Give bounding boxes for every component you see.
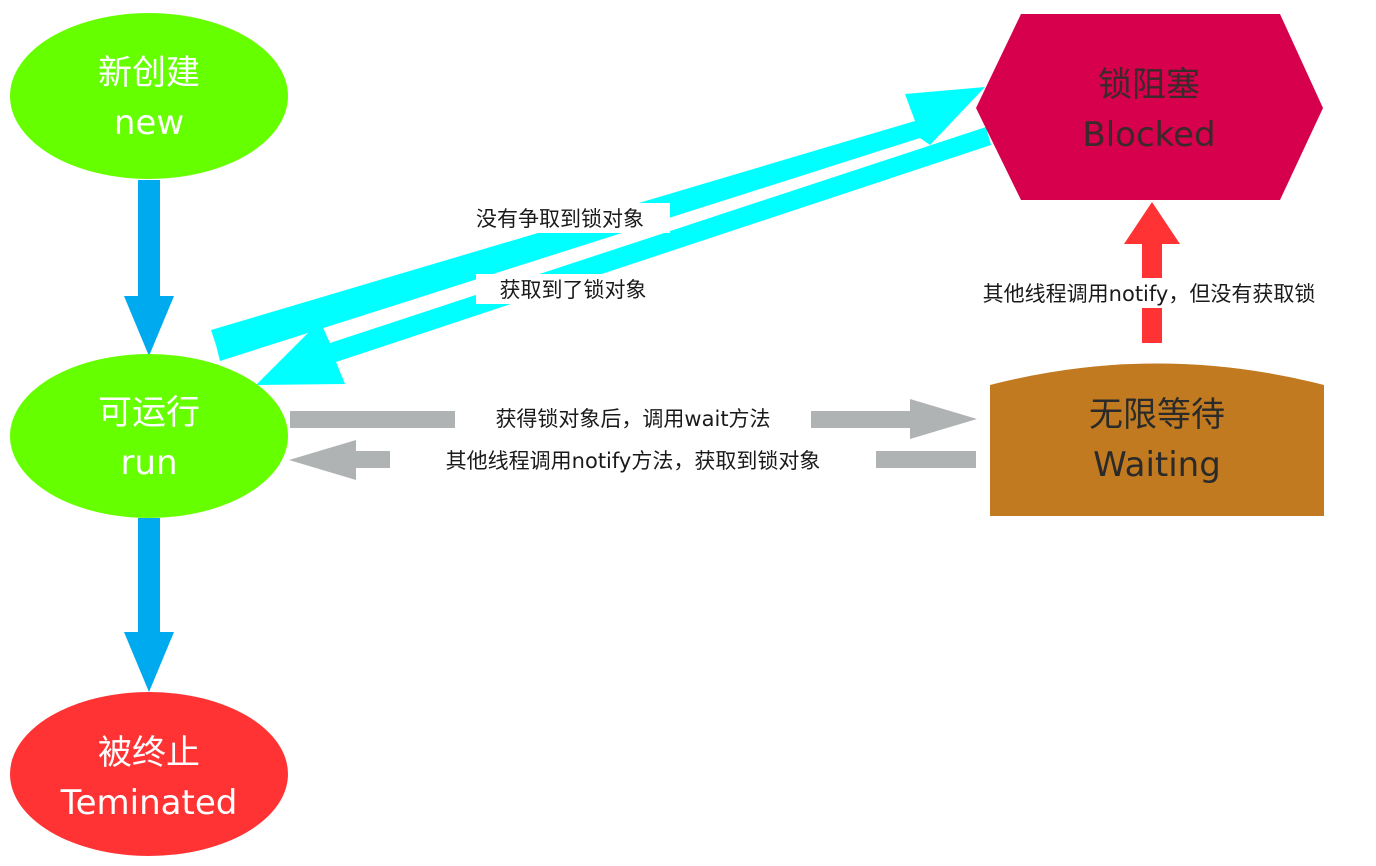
label-waiting-to-blocked: 其他线程调用notify，但没有获取锁 [934,278,1365,308]
label-bg [455,403,811,433]
arrow-waiting-to-blocked [1124,202,1180,343]
state-run-shape [10,354,288,518]
state-blocked: 锁阻塞 Blocked [976,14,1323,200]
state-terminated: 被终止 Teminated [10,692,288,856]
state-new: 新创建 new [10,13,288,179]
label-blocked-to-run-text: 获取到了锁对象 [500,278,647,302]
state-blocked-en: Blocked [1082,115,1215,155]
arrow-new-to-run [124,180,174,356]
label-bg [450,203,670,233]
label-bg [390,445,876,475]
label-blocked-to-run: 获取到了锁对象 [476,274,670,304]
state-terminated-cn: 被终止 [98,733,200,773]
state-run-en: run [120,443,177,483]
label-run-to-waiting-text: 获得锁对象后，调用wait方法 [495,407,770,431]
state-waiting: 无限等待 Waiting [990,363,1324,516]
label-run-to-blocked-text: 没有争取到锁对象 [476,207,644,231]
state-new-en: new [114,103,184,143]
state-new-shape [10,13,288,179]
arrow-run-to-terminated [124,518,174,692]
state-waiting-en: Waiting [1093,445,1221,485]
label-run-to-waiting: 获得锁对象后，调用wait方法 [455,403,811,433]
label-waiting-to-run: 其他线程调用notify方法，获取到锁对象 [390,445,876,475]
arrow-blocked-to-run [256,127,991,385]
state-waiting-shape [990,363,1324,516]
state-run-cn: 可运行 [98,393,200,433]
label-waiting-to-run-text: 其他线程调用notify方法，获取到锁对象 [446,449,821,473]
state-blocked-cn: 锁阻塞 [1098,65,1200,105]
state-run: 可运行 run [10,354,288,518]
label-run-to-blocked: 没有争取到锁对象 [450,203,670,233]
state-waiting-cn: 无限等待 [1089,395,1225,435]
label-waiting-to-blocked-text: 其他线程调用notify，但没有获取锁 [983,282,1316,306]
state-terminated-en: Teminated [60,783,238,823]
state-blocked-shape [976,14,1323,200]
label-bg [476,274,670,304]
label-bg [934,278,1365,308]
state-terminated-shape [10,692,288,856]
state-new-cn: 新创建 [98,53,200,93]
